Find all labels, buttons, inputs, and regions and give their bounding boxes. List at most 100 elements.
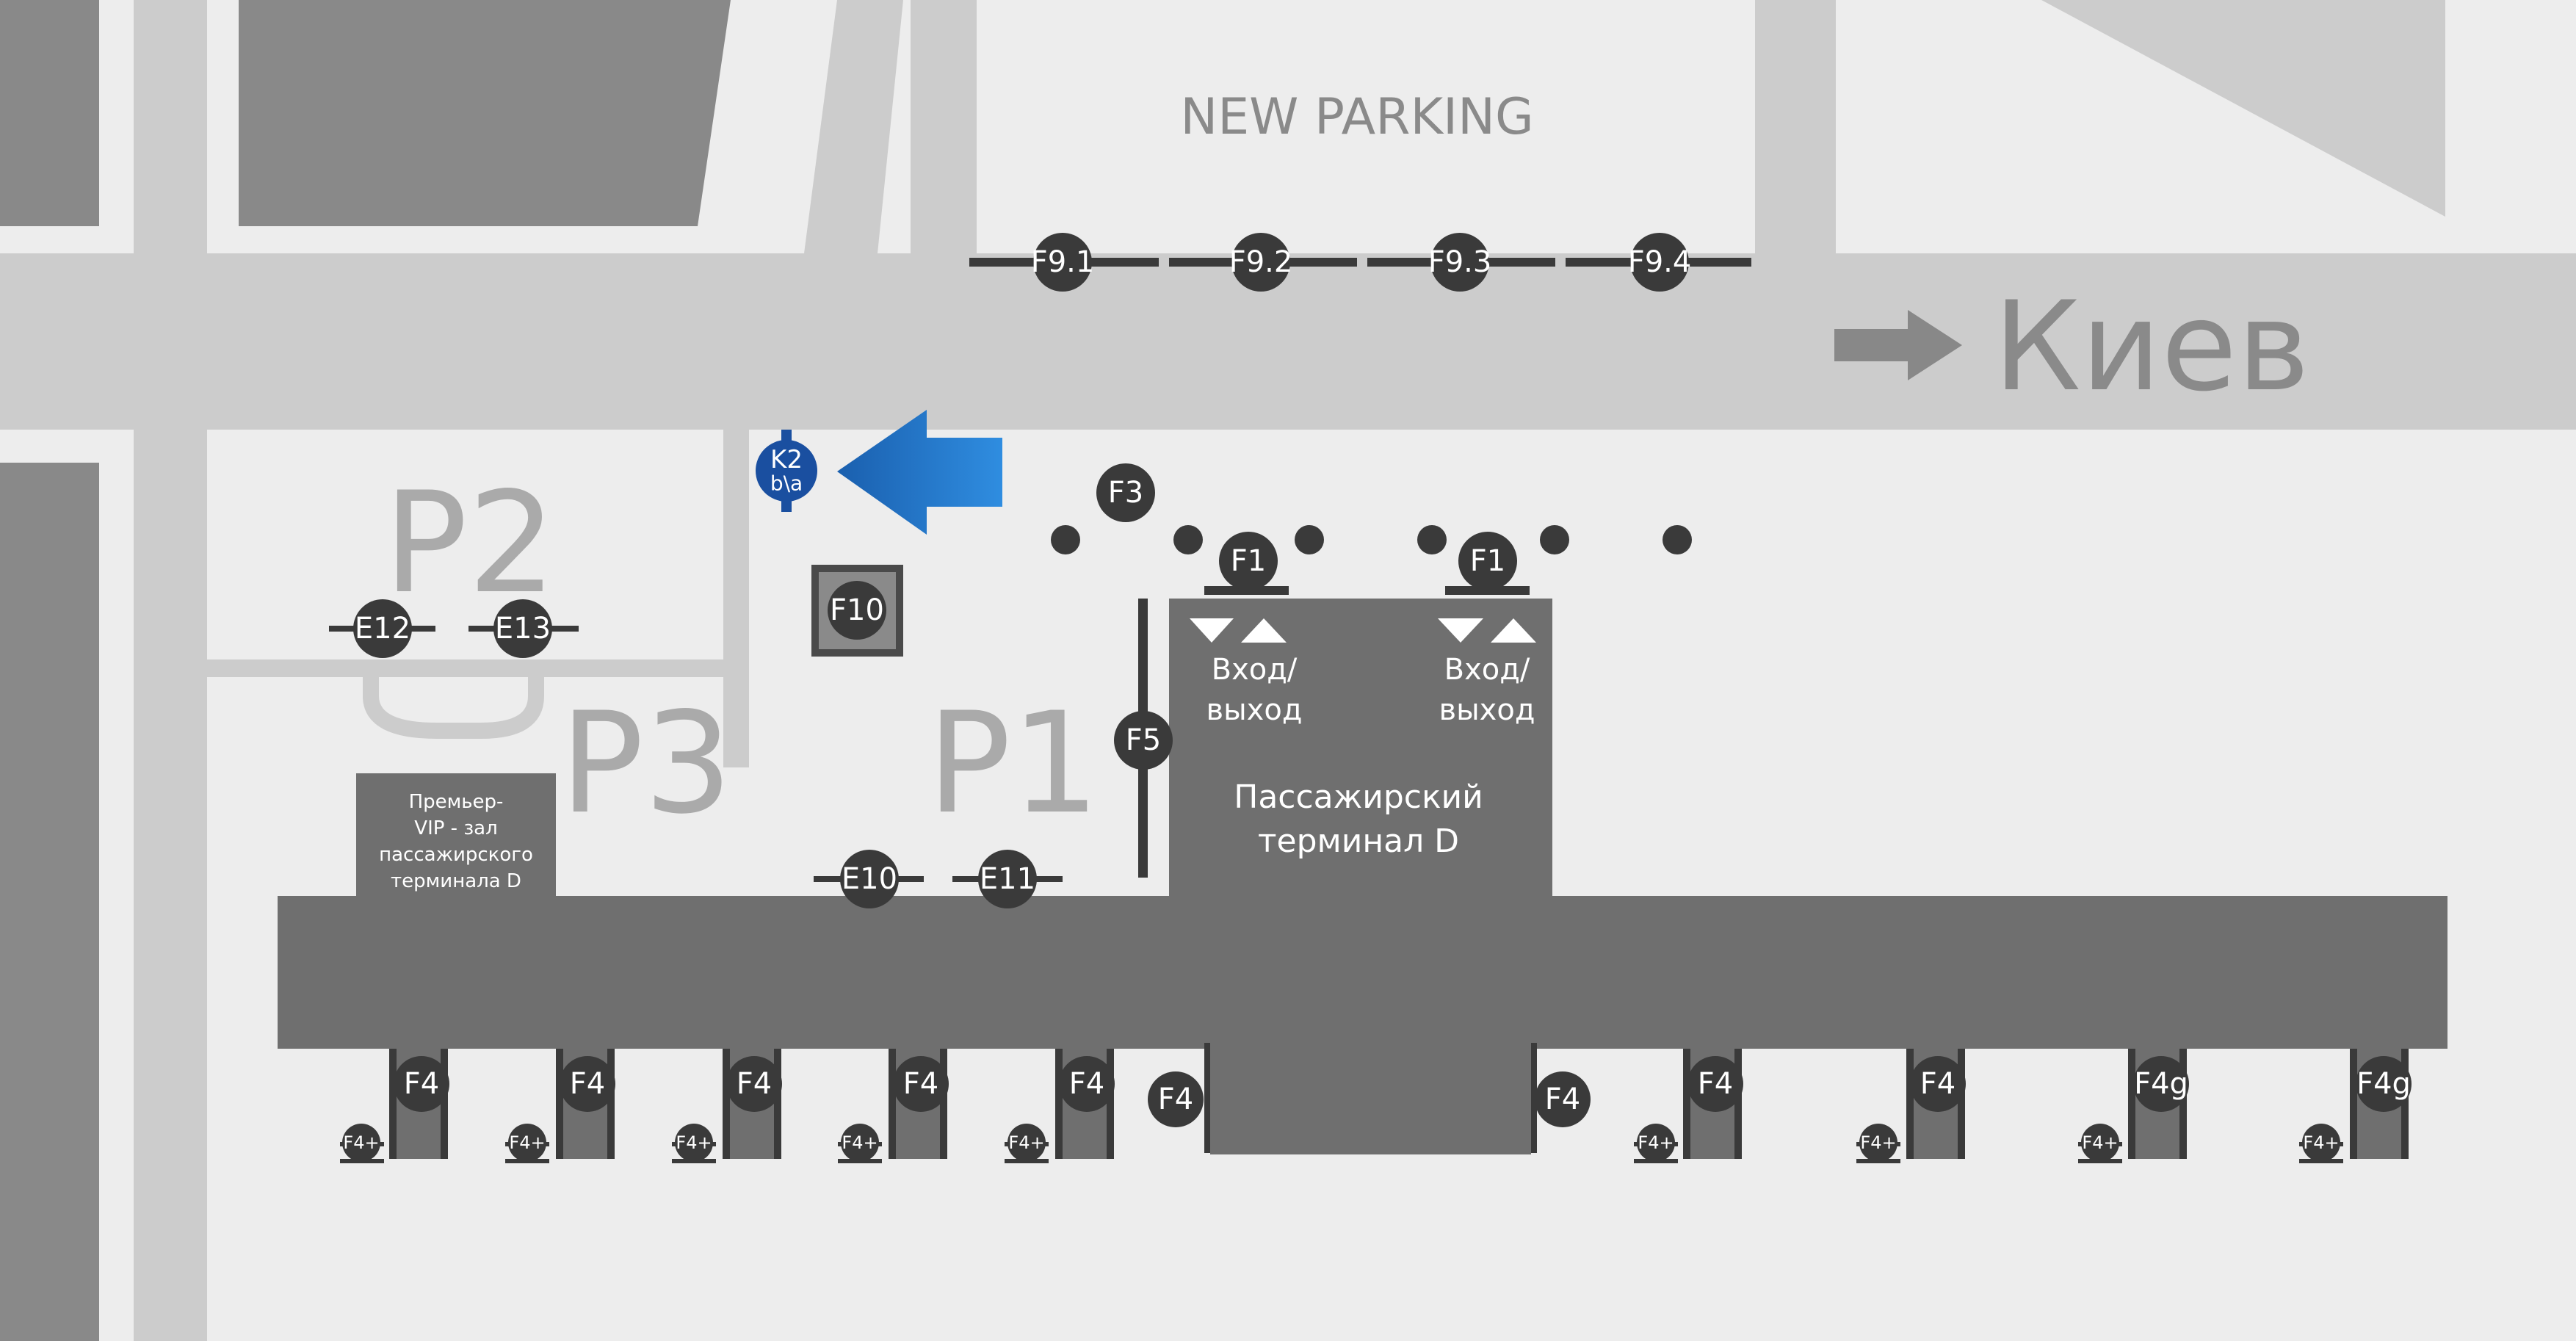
svg-text:K2: K2: [770, 445, 803, 474]
svg-text:F4: F4: [1158, 1082, 1193, 1116]
svg-text:E11: E11: [980, 862, 1035, 896]
svg-text:F1: F1: [1231, 544, 1266, 578]
gate-pier-3[interactable]: F4: [723, 1049, 782, 1159]
bus-stop-f4plus-8[interactable]: F4+: [2078, 1124, 2122, 1163]
bus-stop-f4plus-5[interactable]: F4+: [1005, 1124, 1049, 1163]
svg-text:F10: F10: [830, 593, 884, 627]
stop-dot[interactable]: [1051, 525, 1080, 554]
svg-text:E13: E13: [495, 612, 551, 646]
stop-dot[interactable]: [1540, 525, 1569, 554]
gate-pier-8[interactable]: F4g: [2128, 1049, 2189, 1159]
gate-pier-2[interactable]: F4: [556, 1049, 615, 1159]
bus-stop-f9-3[interactable]: F9.3: [1428, 233, 1492, 292]
kiev-direction-arrow-icon: [1834, 310, 1962, 380]
bus-stop-f9-1[interactable]: F9.1: [1031, 233, 1095, 292]
svg-text:F4: F4: [903, 1067, 938, 1101]
gate-pier-6[interactable]: F4: [1683, 1049, 1743, 1159]
bus-stop-f4-center-right[interactable]: F4: [1535, 1071, 1591, 1127]
entrance-left-label: Вход/: [1212, 653, 1298, 687]
svg-text:F9.4: F9.4: [1628, 245, 1692, 279]
svg-text:E10: E10: [842, 862, 897, 896]
svg-text:F4g: F4g: [2356, 1067, 2411, 1101]
bus-stop-e12[interactable]: E12: [353, 599, 412, 658]
bus-stop-f4-center-left[interactable]: F4: [1148, 1071, 1204, 1127]
bus-stop-f4plus-7[interactable]: F4+: [1856, 1124, 1900, 1163]
svg-text:b\a: b\a: [770, 471, 803, 496]
road-diagonal[interactable]: [804, 0, 903, 253]
bus-stop-e10[interactable]: E10: [840, 850, 899, 908]
svg-text:F4+: F4+: [676, 1132, 712, 1153]
svg-text:E12: E12: [355, 612, 410, 646]
road-vertical-left[interactable]: [134, 0, 207, 1341]
bus-stop-f4plus-2[interactable]: F4+: [505, 1124, 549, 1163]
parking-zone-p1: P1: [927, 682, 1099, 845]
road-horizontal-main[interactable]: [0, 253, 2576, 430]
roundabout[interactable]: [363, 674, 544, 739]
svg-text:F9.3: F9.3: [1428, 245, 1492, 279]
entrance-down-arrow-icon: [1438, 618, 1483, 643]
terminal-lower-right-edge: [1531, 1043, 1537, 1153]
svg-text:F4g: F4g: [2134, 1067, 2188, 1101]
vip-lounge-label: VIP - зал: [414, 817, 497, 839]
bus-stop-f4plus-3[interactable]: F4+: [672, 1124, 716, 1163]
bus-stop-f3[interactable]: F3: [1096, 463, 1155, 522]
svg-text:F4: F4: [570, 1067, 605, 1101]
svg-text:F4+: F4+: [343, 1132, 379, 1153]
svg-text:F4: F4: [1545, 1082, 1580, 1116]
stop-dot[interactable]: [1295, 525, 1324, 554]
bus-stop-e11[interactable]: E11: [978, 850, 1037, 908]
f1-left-platform: [1204, 586, 1289, 595]
gate-pier-7[interactable]: F4: [1906, 1049, 1966, 1159]
svg-text:F4+: F4+: [2303, 1132, 2339, 1153]
bus-stop-f4plus-4[interactable]: F4+: [838, 1124, 882, 1163]
entrance-arrow-icon: [837, 410, 1002, 535]
bus-stop-f4plus-6[interactable]: F4+: [1634, 1124, 1678, 1163]
building-block-top-left: [0, 0, 99, 226]
gate-pier-5[interactable]: F4: [1055, 1049, 1115, 1159]
bus-stop-f1-left[interactable]: F1: [1219, 532, 1278, 590]
vip-lounge-building[interactable]: [356, 773, 556, 906]
gate-pier-4[interactable]: F4: [889, 1049, 949, 1159]
svg-text:F4: F4: [404, 1067, 439, 1101]
entrance-right-label: выход: [1439, 693, 1535, 727]
stop-dot[interactable]: [1173, 525, 1203, 554]
passenger-terminal-d[interactable]: [1169, 599, 1552, 907]
new-parking-label: NEW PARKING: [1180, 88, 1533, 146]
vip-lounge-label: Премьер-: [409, 791, 504, 813]
road-service-horizontal[interactable]: [207, 659, 749, 677]
parking-zone-p3: P3: [560, 682, 732, 845]
bus-stop-f9-4[interactable]: F9.4: [1628, 233, 1692, 292]
building-block-top: [239, 0, 731, 226]
gate-pier-9[interactable]: F4g: [2350, 1049, 2412, 1159]
f9-gap-2: [1357, 256, 1367, 269]
svg-text:F4: F4: [1698, 1067, 1733, 1101]
svg-text:F4+: F4+: [1638, 1132, 1674, 1153]
svg-text:F4: F4: [737, 1067, 772, 1101]
vip-lounge-label: терминала D: [391, 870, 521, 892]
stop-dot[interactable]: [1417, 525, 1447, 554]
svg-text:F5: F5: [1126, 723, 1161, 757]
svg-text:F4+: F4+: [842, 1132, 878, 1153]
road-service-vertical[interactable]: [723, 430, 749, 767]
terminal-concourse[interactable]: [278, 896, 2447, 1049]
bus-stop-e13[interactable]: E13: [493, 599, 552, 658]
bus-stop-f5[interactable]: F5: [1114, 711, 1173, 770]
terminal-lower-block[interactable]: [1210, 1043, 1531, 1154]
road-diagonal-right[interactable]: [2041, 0, 2445, 217]
bus-stop-f4plus-1[interactable]: F4+: [340, 1124, 384, 1163]
stop-dot[interactable]: [1663, 525, 1692, 554]
gate-pier-1[interactable]: F4: [389, 1049, 449, 1159]
f9-gap-3: [1555, 256, 1566, 269]
svg-text:F4+: F4+: [2082, 1132, 2118, 1153]
bus-stop-f9-2[interactable]: F9.2: [1229, 233, 1293, 292]
bus-stop-f10[interactable]: F10: [811, 565, 903, 657]
building-block-left: [0, 463, 99, 1341]
svg-text:F9.1: F9.1: [1031, 245, 1095, 279]
bus-stop-k2[interactable]: K2 b\a: [756, 430, 817, 512]
bus-stop-f4plus-9[interactable]: F4+: [2299, 1124, 2343, 1163]
bus-stop-f1-right[interactable]: F1: [1458, 532, 1517, 590]
svg-text:F4+: F4+: [1008, 1132, 1044, 1153]
road-vertical-mid[interactable]: [911, 0, 977, 253]
terminal-lower-left-edge: [1204, 1043, 1210, 1153]
road-vertical-right[interactable]: [1755, 0, 1836, 253]
